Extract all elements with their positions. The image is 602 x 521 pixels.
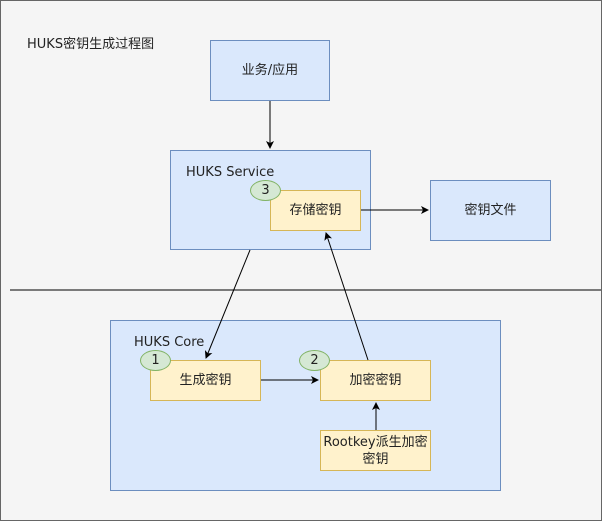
huks-core-label: HUKS Core bbox=[134, 335, 205, 350]
step-1-badge: 1 bbox=[140, 350, 171, 371]
store-key-node[interactable]: 存储密钥 bbox=[270, 190, 361, 231]
huks-service-label: HUKS Service bbox=[186, 165, 275, 180]
store-key-label: 存储密钥 bbox=[289, 203, 342, 218]
app-label: 业务/应用 bbox=[241, 63, 299, 78]
step-2-badge: 2 bbox=[299, 350, 330, 371]
key-file-node[interactable]: 密钥文件 bbox=[430, 180, 551, 241]
arrow-encrypt-to-store bbox=[324, 232, 369, 361]
step-3-label: 3 bbox=[261, 183, 270, 198]
step-3-badge: 3 bbox=[250, 180, 281, 201]
app-node[interactable]: 业务/应用 bbox=[210, 40, 330, 101]
diagram-title: HUKS密钥生成过程图 bbox=[27, 37, 155, 52]
generate-key-label: 生成密钥 bbox=[179, 373, 232, 388]
step-1-label: 1 bbox=[151, 353, 160, 368]
rootkey-derive-node[interactable]: Rootkey派生加密密钥 bbox=[320, 430, 431, 471]
rootkey-derive-label: Rootkey派生加密密钥 bbox=[323, 434, 428, 467]
huks-core-container[interactable] bbox=[110, 320, 501, 491]
step-2-label: 2 bbox=[310, 353, 319, 368]
key-file-label: 密钥文件 bbox=[464, 203, 517, 218]
encrypt-key-node[interactable]: 加密密钥 bbox=[320, 360, 431, 401]
encrypt-key-label: 加密密钥 bbox=[349, 373, 402, 388]
generate-key-node[interactable]: 生成密钥 bbox=[150, 360, 261, 401]
arrow-service-to-generate bbox=[204, 249, 251, 359]
